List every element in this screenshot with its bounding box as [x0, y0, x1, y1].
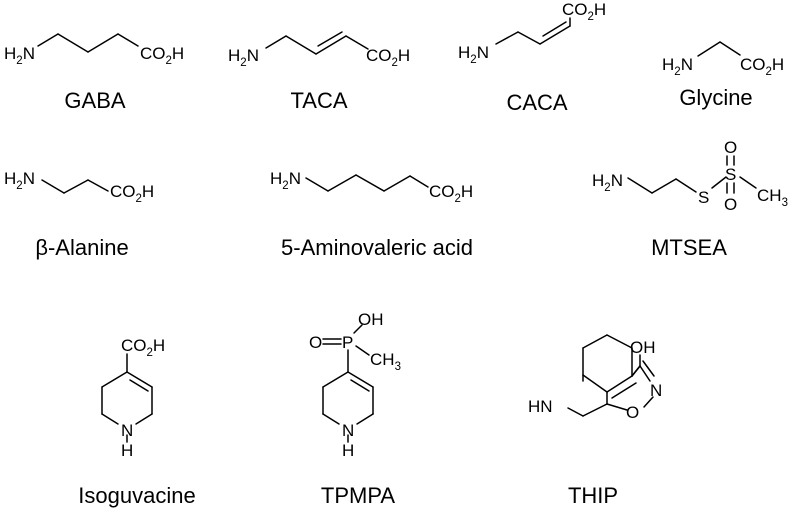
mtsea-amine-label: H2N	[592, 171, 623, 194]
caca-acid-label: CO2H	[562, 0, 606, 23]
mtsea-oxygen-top-label: O	[724, 138, 737, 157]
beta-alanine-name: β-Alanine	[35, 235, 128, 260]
thip-hydroxyl-label: OH	[630, 338, 656, 357]
glycine-structure: H2N CO2H	[662, 41, 784, 78]
aminovaleric-amine-label: H2N	[270, 169, 301, 192]
isoguvacine-acid-label: CO2H	[121, 336, 165, 359]
gaba-amine-label: H2N	[4, 44, 35, 67]
aminovaleric-acid-label: CO2H	[429, 182, 473, 205]
caca-amine-label: H2N	[458, 43, 489, 66]
tpmpa-structure: OH O P CH3 N H	[309, 310, 401, 460]
mtsea-name: MTSEA	[651, 235, 727, 260]
glycine-acid-label: CO2H	[740, 55, 784, 78]
tpmpa-hydroxyl-label: OH	[358, 310, 384, 329]
taca-amine-label: H2N	[228, 46, 259, 69]
thip-ring-oxygen-label: O	[626, 403, 639, 422]
gaba-name: GABA	[64, 88, 125, 113]
beta-alanine-acid-label: CO2H	[110, 182, 154, 205]
taca-acid-label: CO2H	[366, 46, 410, 69]
tpmpa-oxo-label: O	[309, 333, 322, 352]
beta-alanine-structure: H2N CO2H	[4, 169, 154, 205]
aminovaleric-acid-structure: H2N CO2H	[270, 169, 473, 205]
caca-name: CACA	[506, 90, 567, 115]
isoguvacine-structure: CO2H N H	[101, 336, 165, 460]
thip-ring-nitrogen-label: N	[650, 381, 662, 400]
mtsea-sulfonyl-label: S	[725, 165, 736, 184]
beta-alanine-amine-label: H2N	[4, 169, 35, 192]
gaba-acid-label: CO2H	[140, 44, 184, 67]
glycine-amine-label: H2N	[662, 55, 693, 78]
isoguvacine-name: Isoguvacine	[78, 483, 195, 508]
thip-structure: OH N O HN	[528, 334, 662, 422]
aminovaleric-name: 5-Aminovaleric acid	[281, 235, 473, 260]
mtsea-structure: H2N S S O O CH3	[592, 138, 788, 214]
caca-structure: H2N CO2H	[458, 0, 606, 66]
tpmpa-methyl-label: CH3	[370, 350, 401, 373]
tpmpa-ring-nitrogen-label: N	[342, 421, 354, 440]
thip-name: THIP	[568, 483, 618, 508]
glycine-name: Glycine	[679, 85, 752, 110]
taca-structure: H2N CO2H	[228, 31, 410, 69]
mtsea-methyl-label: CH3	[757, 186, 788, 209]
tpmpa-phosphorus-label: P	[342, 333, 353, 352]
tpmpa-name: TPMPA	[321, 483, 395, 508]
gaba-structure: H2N CO2H	[4, 33, 184, 67]
taca-name: TACA	[290, 88, 347, 113]
tpmpa-nh-hydrogen-label: H	[342, 441, 354, 460]
mtsea-oxygen-bottom-label: O	[724, 195, 737, 214]
thip-amine-label: HN	[528, 397, 553, 416]
isoguvacine-nh-hydrogen-label: H	[121, 441, 133, 460]
isoguvacine-ring-nitrogen-label: N	[121, 421, 133, 440]
mtsea-thioether-label: S	[698, 188, 709, 207]
